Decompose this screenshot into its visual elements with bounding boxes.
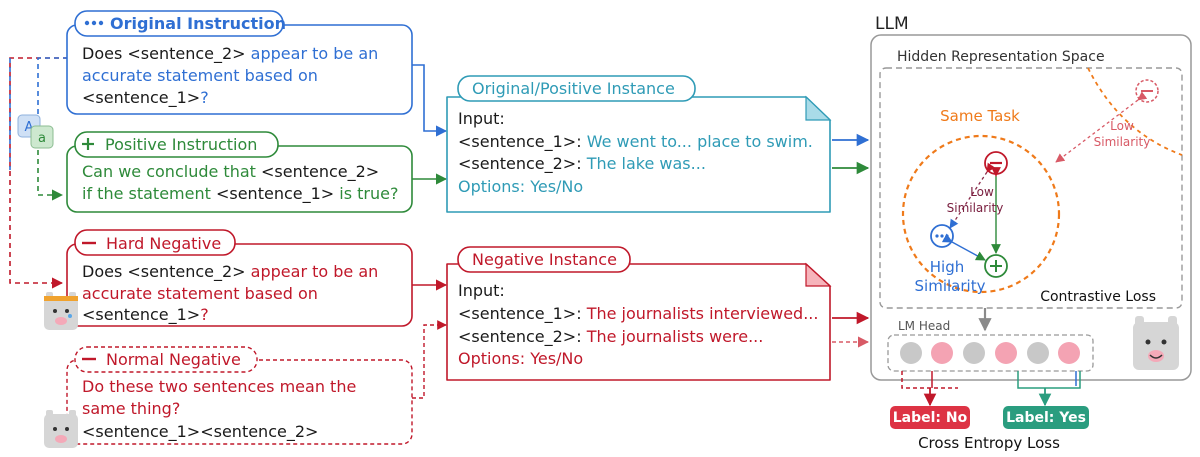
- neg-options: Options: Yes/No: [458, 349, 583, 368]
- neg-input-label: Input:: [458, 281, 505, 300]
- positive-instruction-title: Positive Instruction: [105, 135, 257, 154]
- normal-line2: same thing?: [82, 399, 180, 418]
- svg-text:Does <sentence_2> appear to be: Does <sentence_2> appear to be an: [82, 44, 378, 64]
- llm-title: LLM: [875, 14, 909, 34]
- instance-arrows: [412, 64, 448, 399]
- high-sim-1: High: [930, 258, 964, 276]
- normal-negative-title: Normal Negative: [106, 350, 241, 369]
- pos-options: Options: Yes/No: [458, 177, 583, 196]
- hard-negative-card: Hard Negative Does <sentence_2> appear t…: [66, 229, 413, 327]
- translate-icon: A a: [17, 114, 54, 149]
- lm-head-tokens: [900, 342, 1080, 364]
- neg-s1-value: The journalists interviewed...: [582, 304, 819, 323]
- original-instruction-title: Original Instruction: [110, 14, 286, 33]
- svg-text:<sentence_1>: The journalists: <sentence_1>: The journalists interviewe…: [458, 304, 818, 324]
- llama-happy-icon: [1133, 316, 1179, 370]
- anchor-node: [930, 224, 954, 248]
- svg-text:A: A: [25, 120, 34, 135]
- hard-line3-a: <sentence_1>: [82, 305, 200, 325]
- pos-line1-b: <sentence_2>: [261, 162, 379, 182]
- hidden-space-label: Hidden Representation Space: [897, 49, 1105, 65]
- cross-entropy-label: Cross Entropy Loss: [918, 434, 1060, 452]
- hard-line1-b: <sentence_2>: [127, 262, 245, 282]
- neg-s2-label: <sentence_2>:: [458, 327, 582, 347]
- low-sim-outer-2: Similarity: [1094, 135, 1151, 149]
- pos-line2-a: if the statement: [82, 184, 216, 203]
- svg-text:<sentence_1>?: <sentence_1>?: [82, 88, 209, 108]
- label-yes-text: Label: Yes: [1006, 410, 1086, 426]
- low-sim-outer-1: Low: [1110, 119, 1134, 133]
- left-connectors: [9, 57, 68, 289]
- positive-instance-title: Original/Positive Instance: [472, 79, 675, 98]
- ellipsis-icon: [84, 20, 104, 26]
- lm-head-label: LM Head: [898, 319, 950, 333]
- low-sim-inner-1: Low: [970, 185, 994, 199]
- negative-node: [984, 151, 1008, 175]
- normal-line3: <sentence_1><sentence_2>: [82, 422, 318, 442]
- positive-node: [984, 254, 1008, 278]
- label-yes-badge: Label: Yes: [1003, 406, 1089, 429]
- orig-line1-b: <sentence_2>: [127, 44, 245, 64]
- positive-instruction-card: Positive Instruction Can we conclude tha…: [66, 131, 413, 213]
- orig-line2: accurate statement based on: [82, 66, 318, 85]
- far-negative-node: [1135, 79, 1159, 103]
- pos-s2-value: The lake was...: [582, 154, 706, 173]
- orig-line3-b: ?: [200, 88, 209, 107]
- high-sim-2: Similarity: [915, 277, 986, 295]
- svg-text:Does <sentence_2> appear to be: Does <sentence_2> appear to be an: [82, 262, 378, 282]
- pos-s1-label: <sentence_1>:: [458, 132, 582, 152]
- label-no-text: Label: No: [893, 410, 968, 426]
- svg-text:<sentence_1>?: <sentence_1>?: [82, 305, 209, 325]
- svg-text:<sentence_1>: We went to... pl: <sentence_1>: We went to... place to swi…: [458, 132, 813, 152]
- neg-s2-value: The journalists were...: [582, 327, 764, 346]
- pos-input-label: Input:: [458, 109, 505, 128]
- output-arrows: [901, 371, 1081, 407]
- normal-negative-card: Normal Negative Do these two sentences m…: [66, 346, 413, 445]
- hard-line3-b: ?: [200, 305, 209, 324]
- hard-negative-title: Hard Negative: [106, 234, 221, 253]
- same-task-label: Same Task: [940, 107, 1020, 125]
- negative-instance-card: Negative Instance Input: <sentence_1>: T…: [446, 246, 832, 381]
- pos-s2-label: <sentence_2>:: [458, 154, 582, 174]
- pos-line1-a: Can we conclude that: [82, 162, 261, 181]
- positive-instance-card: Original/Positive Instance Input: <sente…: [446, 75, 832, 213]
- svg-text:a: a: [38, 131, 46, 146]
- svg-text:Can we conclude that <sentence: Can we conclude that <sentence_2>: [82, 162, 379, 182]
- neg-s1-label: <sentence_1>:: [458, 304, 582, 324]
- svg-text:<sentence_2>: The journalists: <sentence_2>: The journalists were...: [458, 327, 763, 347]
- llm-panel: LLM Hidden Representation Space Same Tas…: [870, 14, 1192, 381]
- hard-line2: accurate statement based on: [82, 284, 318, 303]
- low-sim-inner-2: Similarity: [947, 201, 1004, 215]
- llm-input-arrows: [832, 133, 870, 348]
- hard-line1-c: appear to be an: [246, 262, 379, 281]
- orig-line1-a: Does: [82, 44, 127, 63]
- pos-line2-c: is true?: [334, 184, 398, 203]
- label-no-badge: Label: No: [890, 406, 970, 429]
- contrastive-loss-label: Contrastive Loss: [1040, 289, 1156, 305]
- pos-line2-b: <sentence_1>: [216, 184, 334, 204]
- llama-sad-icon: [44, 292, 78, 330]
- orig-line3-a: <sentence_1>: [82, 88, 200, 108]
- svg-text:<sentence_2>: The lake was...: <sentence_2>: The lake was...: [458, 154, 706, 174]
- svg-text:if the statement <sentence_1>: if the statement <sentence_1> is true?: [82, 184, 398, 204]
- hard-line1-a: Does: [82, 262, 127, 281]
- plus-icon: [82, 138, 94, 150]
- llama-icon: [44, 410, 78, 448]
- normal-line1: Do these two sentences mean the: [82, 377, 356, 396]
- original-instruction-card: Original Instruction Does <sentence_2> a…: [66, 10, 413, 115]
- pos-s1-value: We went to... place to swim.: [582, 132, 813, 151]
- negative-instance-title: Negative Instance: [472, 250, 617, 269]
- orig-line1-c: appear to be an: [246, 44, 379, 63]
